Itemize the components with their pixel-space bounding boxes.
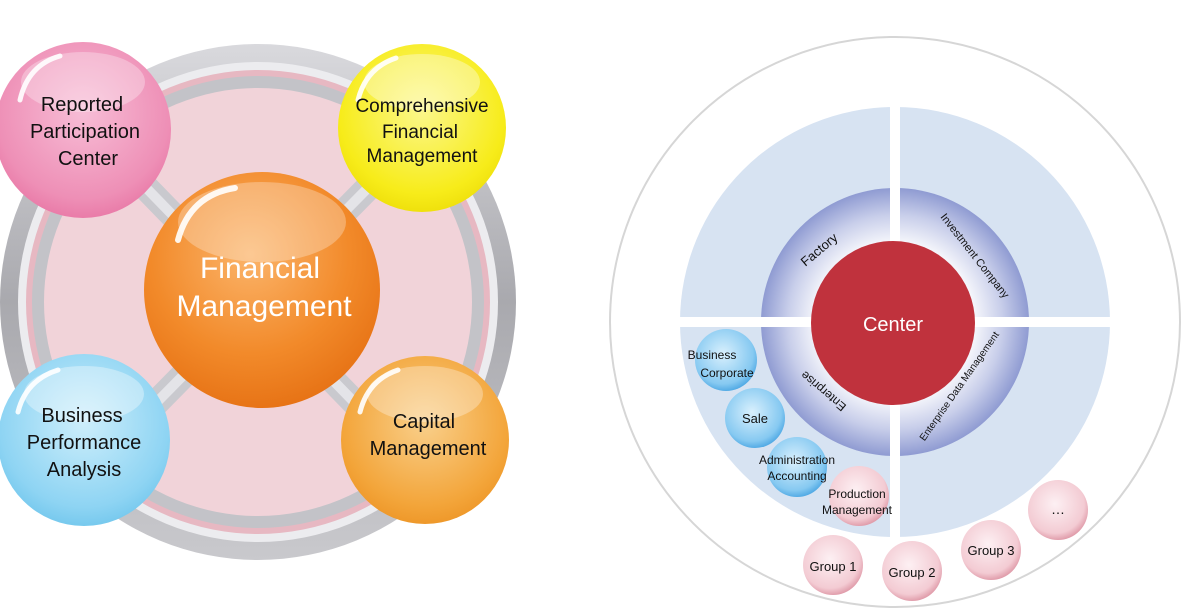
node-group-1-label: Group 1 — [810, 559, 857, 574]
left-diagram: Financial Management Reported Participat… — [0, 42, 516, 560]
node-reported-line3: Center — [58, 148, 118, 170]
node-production-line2: Management — [822, 503, 893, 517]
node-business-gloss — [15, 367, 61, 415]
node-sale: Sale — [725, 388, 785, 448]
node-comprehensive-line2: Financial — [382, 122, 458, 143]
node-capital-line1: Capital — [393, 411, 455, 433]
node-comprehensive-highlight — [364, 54, 480, 110]
node-group-1: Group 1 — [803, 535, 863, 595]
center-label-line1: Financial — [200, 252, 320, 285]
node-reported-highlight — [21, 52, 145, 112]
node-more: … — [1028, 480, 1088, 540]
node-admin-line2: Accounting — [767, 469, 826, 483]
node-business-performance — [0, 354, 170, 526]
center-sphere-gloss — [175, 185, 238, 243]
node-business-line2: Performance — [27, 432, 142, 454]
node-business-highlight — [24, 366, 144, 422]
node-group-2: Group 2 — [882, 541, 942, 601]
node-comprehensive-financial — [338, 44, 506, 212]
center-circle-label: Center — [863, 314, 923, 336]
node-business-corporate-line1: Business — [688, 348, 737, 362]
node-more-label: … — [1051, 501, 1065, 517]
node-capital-gloss — [357, 367, 401, 415]
outer-thin-circle — [609, 36, 1181, 608]
center-circle — [811, 241, 975, 405]
node-comprehensive-line3: Management — [367, 146, 479, 167]
node-business-corporate: Business Corporate — [688, 329, 757, 391]
node-business-corporate-line2: Corporate — [700, 366, 754, 380]
node-reported-line1: Reported — [41, 94, 123, 116]
node-group-3-label: Group 3 — [968, 543, 1015, 558]
node-administration-accounting: Administration Accounting — [759, 437, 835, 497]
node-reported-gloss — [17, 53, 63, 103]
center-sphere — [144, 172, 380, 408]
node-comprehensive-line1: Comprehensive — [355, 96, 488, 117]
node-comprehensive-gloss — [355, 55, 399, 103]
center-sphere-highlight — [178, 182, 346, 262]
node-admin-line1: Administration — [759, 453, 835, 467]
node-reported-line2: Participation — [30, 121, 140, 143]
node-capital-management — [341, 356, 509, 524]
node-production-management: Production Management — [822, 466, 893, 526]
node-reported-participation — [0, 42, 171, 218]
node-production-line1: Production — [828, 487, 885, 501]
node-capital-highlight — [367, 366, 483, 422]
node-group-3: Group 3 — [961, 520, 1021, 580]
node-capital-line2: Management — [370, 438, 487, 460]
node-business-line3: Analysis — [47, 459, 121, 481]
right-diagram: Center Factory Investment Company Enterp… — [609, 36, 1181, 608]
center-label-line2: Management — [176, 290, 352, 323]
node-sale-label: Sale — [742, 411, 768, 426]
node-group-2-label: Group 2 — [889, 565, 936, 580]
node-business-line1: Business — [41, 405, 122, 427]
